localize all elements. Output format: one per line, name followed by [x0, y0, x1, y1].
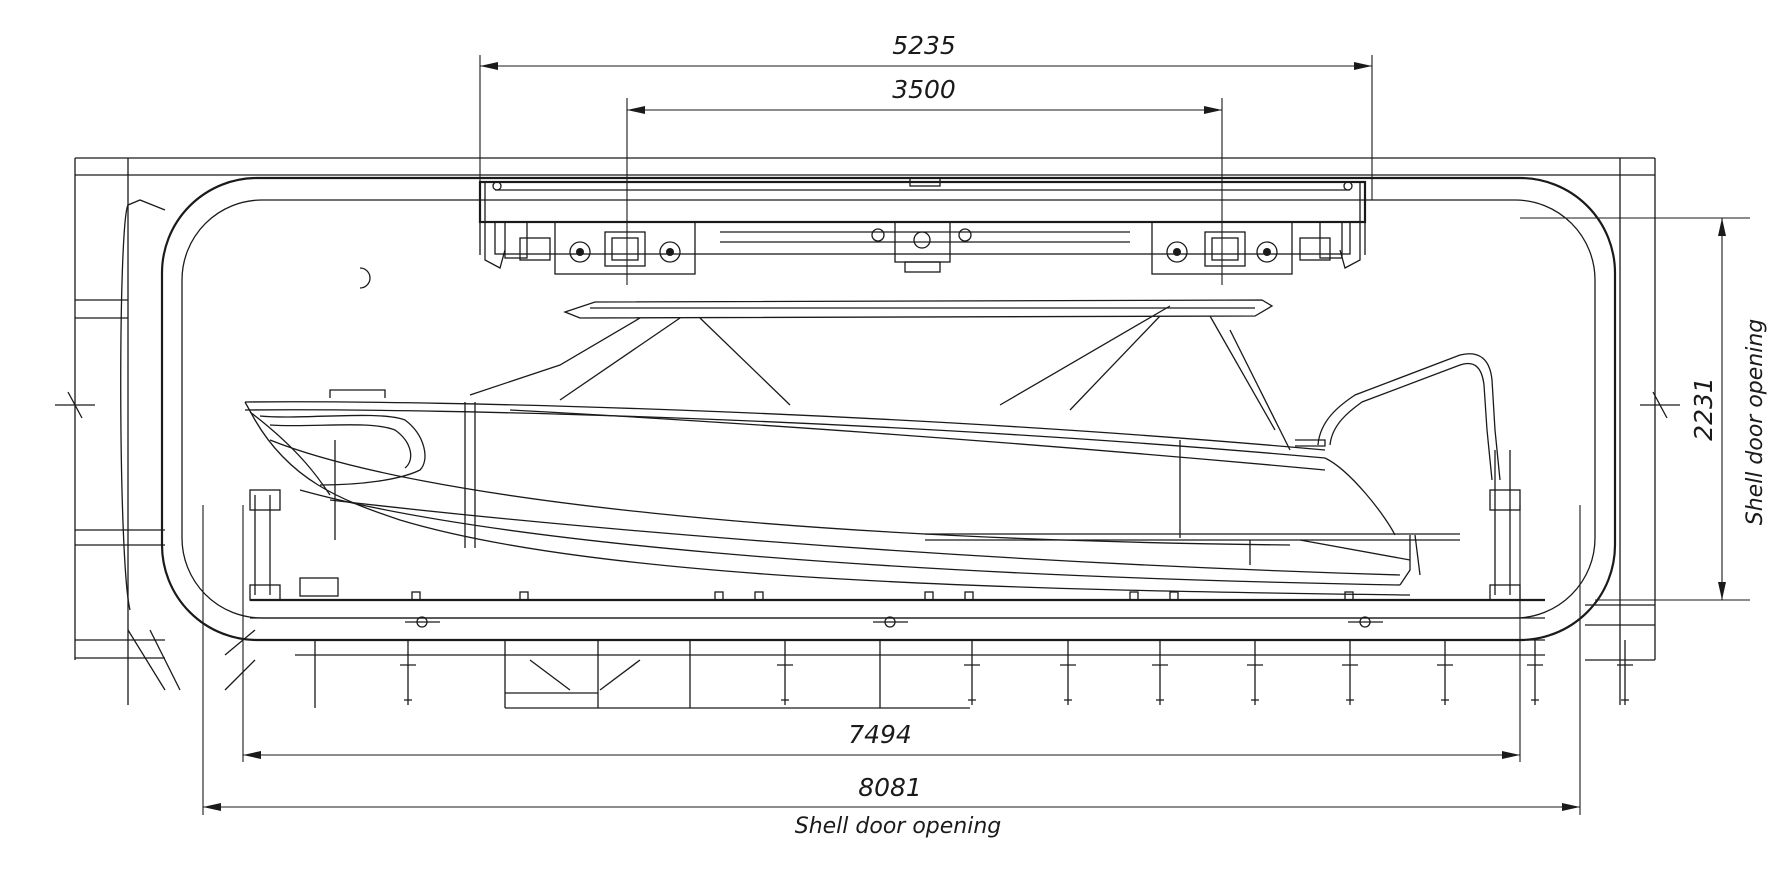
dimension-8081: 8081 [202, 505, 1581, 815]
floor-hangers [400, 640, 1633, 705]
floor-structure [250, 598, 1633, 709]
dimension-7494: 7494 [242, 505, 1521, 762]
dimension-label-5235: 5235 [892, 31, 956, 60]
floor-rollers [405, 616, 1383, 628]
center-unit [871, 221, 972, 273]
shell-door-frame [160, 176, 1617, 642]
hull-structure [55, 157, 1680, 705]
dimension-3500: 3500 [626, 75, 1223, 285]
caption-side: Shell door opening [1743, 319, 1768, 526]
dimension-2231: 2231 [1520, 217, 1750, 601]
right-trolley [1151, 221, 1343, 275]
boat [244, 299, 1501, 596]
dimension-label-2231: 2231 [1689, 377, 1718, 441]
cradle-blocks [411, 591, 1354, 601]
dimension-label-3500: 3500 [892, 75, 956, 104]
overhead-hoist [478, 177, 1367, 275]
boat-cradle [249, 450, 1521, 601]
dimension-label-7494: 7494 [848, 720, 912, 749]
dimension-label-8081: 8081 [858, 773, 922, 802]
caption-bottom: Shell door opening [795, 814, 1002, 839]
dimension-5235: 5235 [479, 31, 1373, 200]
left-trolley [504, 221, 696, 275]
